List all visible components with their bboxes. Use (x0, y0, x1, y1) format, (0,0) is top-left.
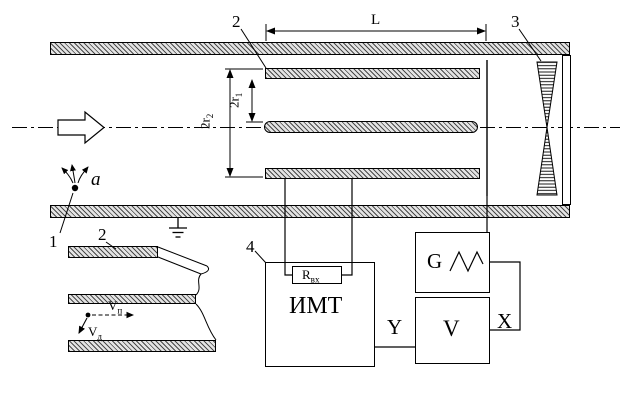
center-rod-electrode (264, 121, 478, 133)
v-longitudinal-label: Vп (108, 298, 123, 316)
tube-wall-bottom (50, 205, 570, 218)
v-drift-label: Vд (88, 324, 103, 342)
tube-wall-top (50, 42, 570, 55)
tube-end-cap (562, 55, 571, 205)
callout-4: 4 (246, 237, 255, 256)
callout-2-detail: 2 (98, 225, 107, 244)
rvx-box (292, 266, 342, 284)
indicator-label: V (443, 316, 460, 341)
inner-diameter-label: 2r1 (226, 92, 244, 109)
callout-3: 3 (511, 12, 520, 31)
indicator-box (415, 297, 490, 364)
outer-diameter-label: 2r2 (197, 113, 215, 130)
outer-electrode-top (265, 68, 480, 79)
source-label: а (91, 169, 101, 190)
detail-electrode-bottom (68, 340, 216, 352)
detail-electrode-middle (68, 294, 196, 304)
detail-electrode-top (68, 246, 158, 258)
outer-electrode-bottom (265, 168, 480, 179)
callout-1: 1 (49, 232, 58, 251)
imt-label: ИМТ (289, 293, 343, 319)
x-input-label: X (497, 309, 513, 333)
y-input-label: Y (387, 315, 403, 339)
callout-2: 2 (232, 12, 241, 31)
generator-label: G (427, 249, 443, 273)
rvx-label: Rвх (302, 267, 320, 285)
length-label: L (371, 12, 381, 28)
